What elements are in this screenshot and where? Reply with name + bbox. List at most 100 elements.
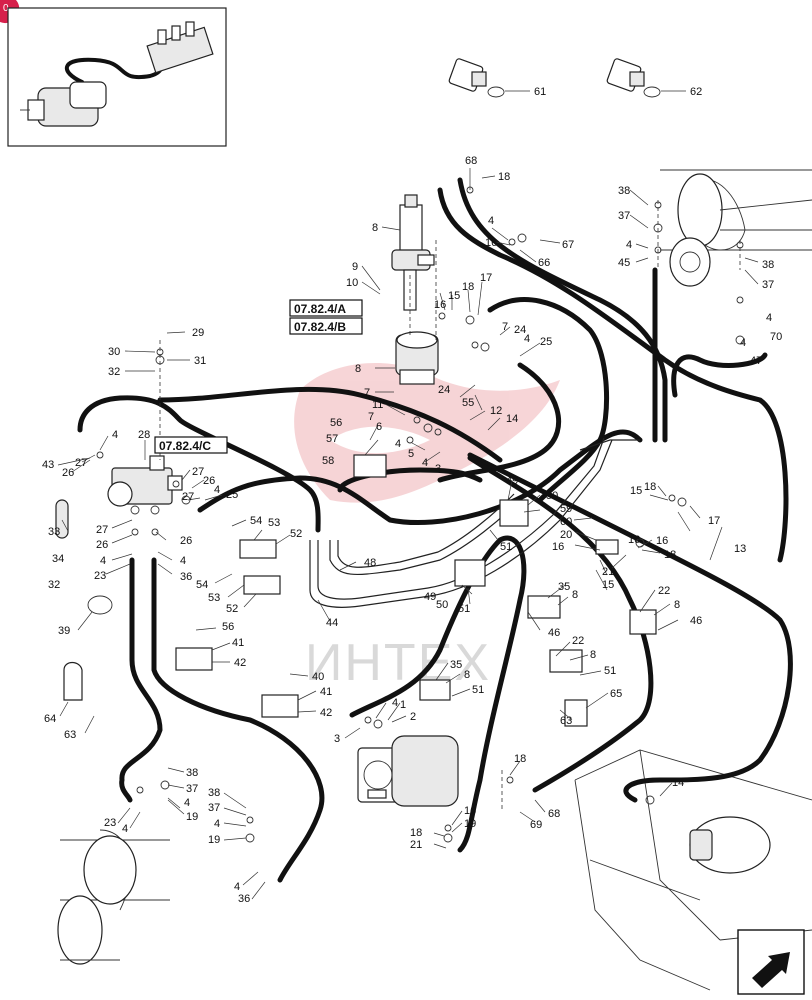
callout-46: 46 [690,615,702,627]
reference-07-82-4-a[interactable]: 07.82.4/A [289,299,363,317]
callout-57: 57 [326,433,338,445]
callout-21: 21 [602,566,614,578]
reference-07-82-4-c[interactable]: 07.82.4/C [154,436,228,454]
callout-69: 69 [530,819,542,831]
callout-19: 19 [208,834,220,846]
callout-4: 4 [395,438,401,450]
callout-44: 44 [326,617,338,629]
callout-64: 64 [44,713,56,725]
watermark-text: ИНТЕХ [305,634,491,692]
callout-50: 50 [546,490,558,502]
callout-13: 13 [734,543,746,555]
callout-7: 7 [364,387,370,399]
callout-2: 2 [410,711,416,723]
callout-62: 62 [690,86,702,98]
hoses [77,177,793,883]
callout-56: 56 [222,621,234,633]
callout-18: 18 [410,827,422,839]
callout-32: 32 [48,579,60,591]
callout-3: 3 [334,733,340,745]
callout-35: 35 [558,581,570,593]
callout-18: 18 [664,549,676,561]
chassis-frame [574,749,812,991]
callout-19: 19 [186,811,198,823]
callout-30: 30 [108,346,120,358]
svg-text:0: 0 [3,3,9,14]
callout-59: 59 [560,503,572,515]
callout-65: 65 [610,688,622,700]
callout-20: 20 [560,529,572,541]
callout-38: 38 [208,787,220,799]
callout-36: 36 [238,893,250,905]
callout-36: 36 [180,571,192,583]
callout-46: 46 [548,627,560,639]
callout-47: 47 [750,355,762,367]
priority-valve [107,455,183,507]
callout-58: 58 [322,455,334,467]
callout-18: 18 [462,281,474,293]
callout-41: 41 [232,637,244,649]
callout-26: 26 [203,475,215,487]
callout-38: 38 [618,185,630,197]
callout-1: 1 [400,699,406,711]
lift-cylinder-outline [660,169,812,287]
callout-51: 51 [458,603,470,615]
callout-38: 38 [186,767,198,779]
callout-5: 5 [408,448,414,460]
callout-31: 31 [194,355,206,367]
callout-48: 48 [364,557,376,569]
callout-68: 68 [465,155,477,167]
callout-54: 54 [250,515,262,527]
next-page-arrow-icon[interactable] [737,929,805,995]
fitting-61 [448,58,530,98]
callout-60: 60 [560,516,572,528]
callout-4: 4 [422,457,428,469]
callout-24: 24 [438,384,450,396]
callout-15: 15 [448,290,460,302]
callout-49: 49 [424,591,436,603]
callout-4: 4 [122,823,128,835]
callout-70: 70 [770,331,782,343]
steering-unit [391,194,439,385]
callout-16: 16 [485,237,497,249]
callout-4: 4 [112,429,118,441]
callout-16: 16 [434,299,446,311]
callout-51: 51 [472,684,484,696]
callout-16: 16 [656,535,668,547]
hydraulic-pump [357,735,459,807]
callout-32: 32 [108,366,120,378]
callout-52: 52 [290,528,302,540]
leader-lines [57,168,759,900]
callout-7: 7 [368,411,374,423]
callout-4: 4 [180,555,186,567]
callout-12: 12 [490,405,502,417]
callout-38: 38 [762,259,774,271]
callout-4: 4 [100,555,106,567]
callout-21: 21 [410,839,422,851]
callout-18: 18 [498,171,510,183]
callout-16: 16 [552,541,564,553]
callout-56: 56 [330,417,342,429]
callout-37: 37 [618,210,630,222]
callout-4: 4 [740,337,746,349]
callout-4: 4 [184,797,190,809]
callout-16: 16 [628,534,640,546]
reference-07-82-4-b[interactable]: 07.82.4/B [289,317,363,335]
rear-cylinder-outline [57,829,170,965]
callout-37: 37 [208,802,220,814]
callout-10: 10 [346,277,358,289]
svg-text:07.82.4/C: 07.82.4/C [159,439,211,453]
callout-24: 24 [514,324,526,336]
callout-68: 68 [548,808,560,820]
callout-23: 23 [94,570,106,582]
callout-54: 54 [196,579,208,591]
callout-39: 39 [58,625,70,637]
callout-27: 27 [182,491,194,503]
callout-25: 25 [540,336,552,348]
callout-22: 22 [658,585,670,597]
callout-26: 26 [180,535,192,547]
inset-overview [7,7,227,147]
callout-22: 22 [572,635,584,647]
callout-37: 37 [186,783,198,795]
